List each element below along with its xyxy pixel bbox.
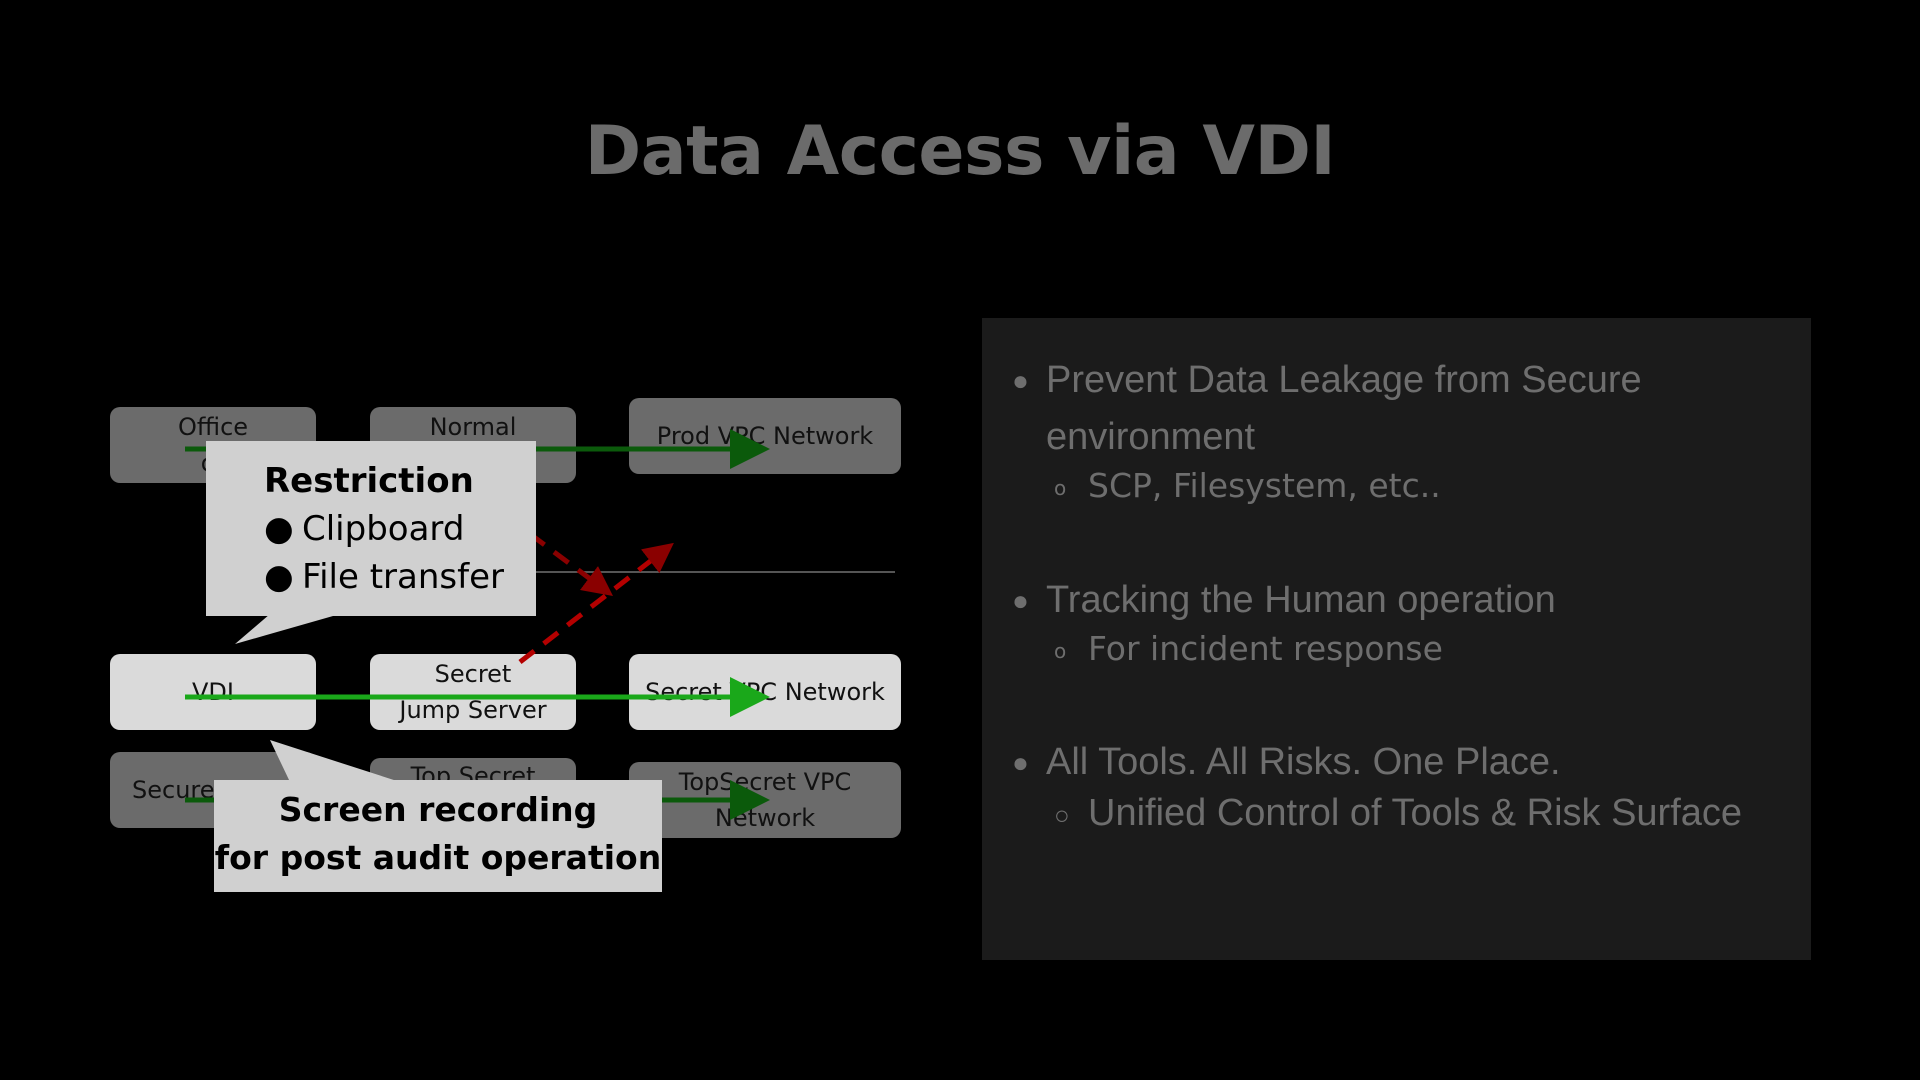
sub-bullet-icon: o	[1054, 638, 1067, 663]
panel-item: ● Prevent Data Leakage from Secure envir…	[1012, 352, 1732, 466]
recording-line-2: for post audit operation	[214, 838, 662, 877]
bullet-icon: ●	[1012, 747, 1029, 778]
secret-vpc-network-node: Secret VPC Network	[629, 654, 901, 730]
sub-bullet-icon: o	[1054, 475, 1067, 500]
sub-bullet-icon: ○	[1054, 799, 1070, 830]
bullet-icon: ●	[1012, 365, 1029, 396]
recording-line-1: Screen recording	[278, 790, 598, 829]
screen-recording-callout: Screen recording for post audit operatio…	[214, 780, 662, 892]
bullet-icon: ●	[1012, 585, 1029, 616]
restriction-callout-tail	[235, 614, 340, 644]
panel-sub-item: o For incident response	[1054, 625, 1443, 675]
panel-sub-item: o SCP, Filesystem, etc..	[1054, 462, 1441, 512]
recording-callout-tail	[270, 740, 400, 782]
bullet-icon: ●	[264, 509, 294, 549]
secret-jump-server-node: Secret Jump Server	[370, 654, 576, 730]
panel-item-text: Tracking the Human operation	[1046, 579, 1556, 621]
panel-sub-item-text: For incident response	[1088, 629, 1443, 668]
panel-item-text: All Tools. All Risks. One Place.	[1046, 741, 1561, 783]
panel-sub-item: ○ Unified Control of Tools & Risk Surface	[1054, 789, 1742, 839]
vdi-node: VDI	[110, 654, 316, 730]
panel-sub-item-text: SCP, Filesystem, etc..	[1088, 466, 1441, 505]
panel-item: ● All Tools. All Risks. One Place.	[1012, 734, 1772, 791]
restriction-callout: Restriction ●Clipboard ●File transfer	[206, 441, 536, 616]
panel-item-text: Prevent Data Leakage from Secure environ…	[1046, 359, 1642, 458]
bullet-icon: ●	[264, 557, 294, 597]
blocked-path-upper	[528, 531, 614, 596]
panel-sub-item-text: Unified Control of Tools & Risk Surface	[1088, 792, 1743, 834]
restriction-item: ●File transfer	[264, 553, 536, 601]
restriction-heading: Restriction	[264, 461, 474, 501]
blocked-path-lower	[518, 542, 674, 664]
summary-panel: ● Prevent Data Leakage from Secure envir…	[982, 318, 1811, 960]
panel-item: ● Tracking the Human operation	[1012, 572, 1772, 629]
restriction-item: ●Clipboard	[264, 505, 536, 553]
slide-title: Data Access via VDI	[584, 112, 1336, 191]
